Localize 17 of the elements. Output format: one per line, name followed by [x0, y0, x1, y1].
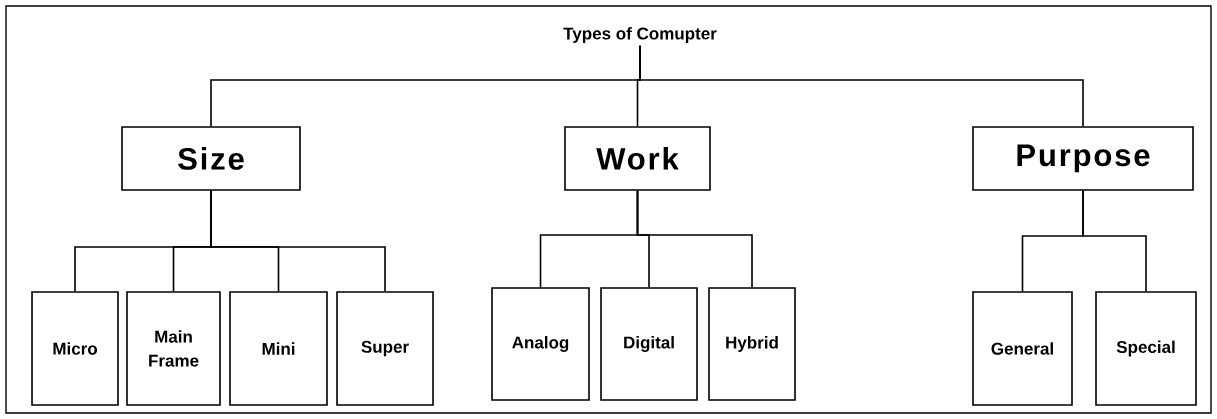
category-box: Purpose	[972, 126, 1194, 191]
connector-line	[636, 190, 753, 288]
type-box: Digital	[600, 287, 698, 401]
connector-line	[1082, 190, 1147, 292]
type-box: Super	[336, 291, 434, 406]
title-text: Types of Comupter	[563, 27, 717, 43]
connector-line	[210, 190, 386, 292]
type-box: Special	[1095, 291, 1197, 406]
type-box: Micro	[31, 291, 119, 406]
type-box: Hybrid	[708, 287, 796, 401]
category-box: Size	[121, 126, 301, 191]
type-box: General	[972, 291, 1073, 406]
category-box: Work	[564, 126, 711, 191]
type-box: Main Frame	[126, 291, 221, 406]
connector-line	[639, 44, 1084, 127]
type-box: Mini	[229, 291, 328, 406]
type-box: Analog	[491, 287, 590, 401]
